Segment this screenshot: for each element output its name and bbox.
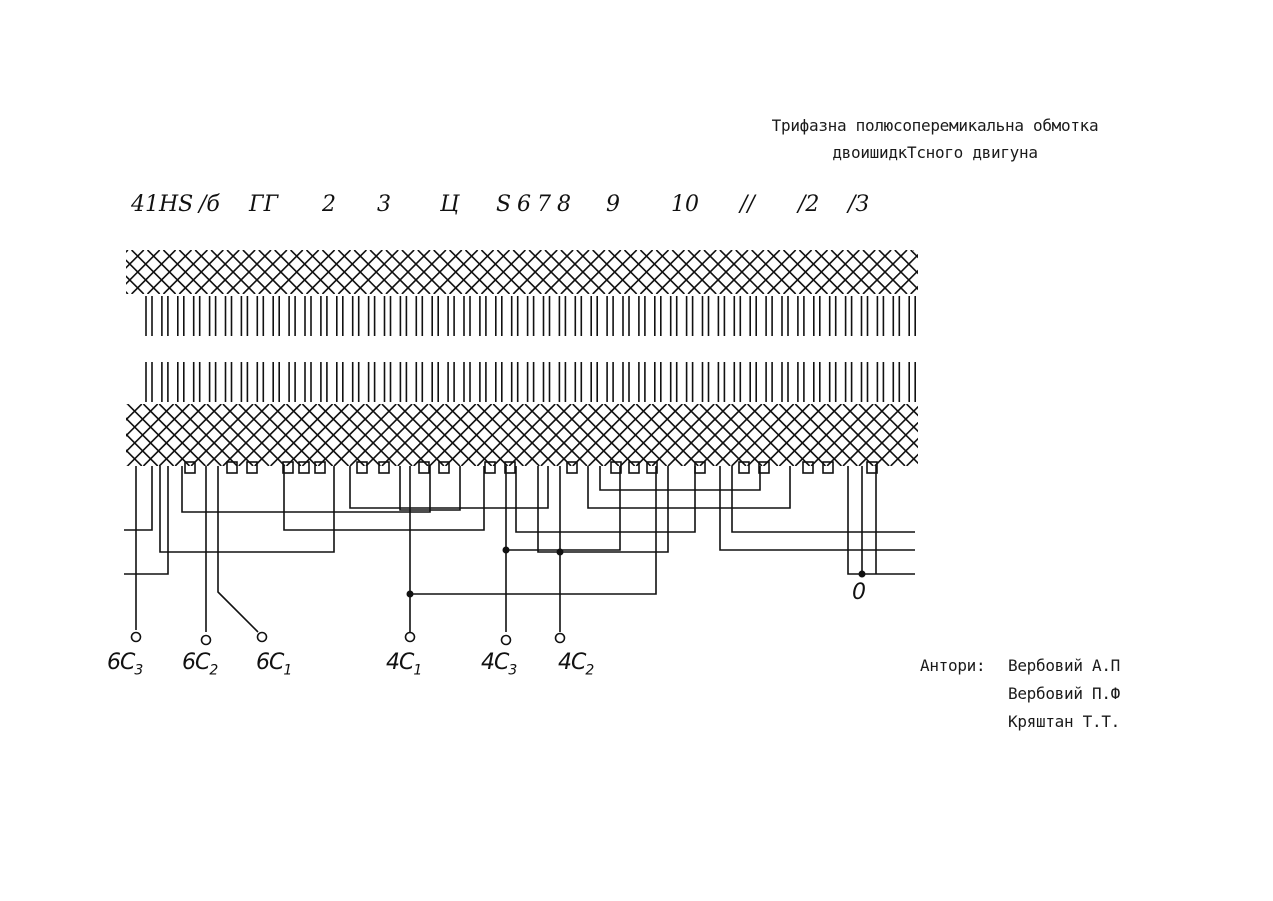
end-turn-stroke xyxy=(943,250,987,294)
end-turn-stroke xyxy=(970,404,1032,466)
connection-wire xyxy=(560,466,668,552)
connection-wire xyxy=(600,466,760,490)
end-turn-stroke xyxy=(68,250,112,294)
terminal-label-4c1: 4C1 xyxy=(386,650,421,678)
end-turn-stroke xyxy=(954,404,1016,466)
terminal-label-4c3: 4C3 xyxy=(481,650,516,678)
junction-dot xyxy=(503,547,510,554)
terminal-label-6c1: 6C1 xyxy=(256,650,291,678)
end-turn-stroke xyxy=(84,250,128,294)
terminal-circle xyxy=(132,633,141,642)
connection-wire xyxy=(124,466,152,530)
end-turn-stroke xyxy=(974,250,1018,294)
neutral-label: 0 xyxy=(852,580,865,605)
end-turn-stroke xyxy=(64,404,126,466)
junction-dot xyxy=(859,571,866,578)
coil-tab xyxy=(247,462,257,473)
author-name: Кряштан Т.Т. xyxy=(1008,712,1120,731)
end-turn-stroke xyxy=(923,404,985,466)
end-turn-stroke xyxy=(958,250,1002,294)
end-turn-stroke xyxy=(986,404,1048,466)
connection-wire xyxy=(124,466,168,574)
end-turn-stroke xyxy=(954,404,1016,466)
terminal-label-4c2: 4C2 xyxy=(558,650,593,678)
coil-tab xyxy=(629,462,639,473)
end-turn-stroke xyxy=(927,250,971,294)
end-turn-stroke xyxy=(986,404,1048,466)
terminal-circles xyxy=(132,633,565,645)
end-turn-stroke xyxy=(938,404,1000,466)
coil-tab xyxy=(419,462,429,473)
end-turn-stroke xyxy=(48,404,110,466)
terminal-circle xyxy=(502,636,511,645)
connection-wire xyxy=(284,466,484,530)
authors-label: Антори: xyxy=(920,652,1008,680)
end-turn-stroke xyxy=(958,250,1002,294)
terminal-label-6c2: 6C2 xyxy=(182,650,217,678)
slot-conductors xyxy=(146,296,915,402)
end-turn-stroke xyxy=(943,250,987,294)
junction-dot xyxy=(407,591,414,598)
connection-wire xyxy=(538,466,560,552)
connection-wire xyxy=(848,466,915,574)
connection-wire xyxy=(218,466,258,632)
author-name: Вербовий А.П xyxy=(1008,656,1120,675)
end-turn-stroke xyxy=(886,232,914,250)
end-turn-stroke xyxy=(974,250,1018,294)
junction-dot xyxy=(557,549,564,556)
end-turn-stroke xyxy=(84,250,128,294)
end-turn-stroke xyxy=(923,404,985,466)
terminal-circle xyxy=(202,636,211,645)
connection-wire xyxy=(160,466,334,552)
top-end-turns xyxy=(68,232,1018,294)
connection-wiring xyxy=(124,466,915,632)
end-turn-stroke xyxy=(64,404,126,466)
coil-tab xyxy=(823,462,833,473)
end-turn-stroke xyxy=(938,404,1000,466)
end-turn-stroke xyxy=(48,404,110,466)
end-turn-stroke xyxy=(970,404,1032,466)
authors-block: Антори:Вербовий А.П Вербовий П.Ф Кряштан… xyxy=(920,652,1120,736)
author-name: Вербовий П.Ф xyxy=(1008,684,1120,703)
terminal-label-6c3: 6C3 xyxy=(107,650,142,678)
end-turn-stroke xyxy=(68,250,112,294)
bottom-end-turns xyxy=(48,404,1048,466)
terminal-circle xyxy=(406,633,415,642)
junction-dots xyxy=(407,547,866,598)
terminal-circle xyxy=(556,634,565,643)
terminal-circle xyxy=(258,633,267,642)
end-turn-stroke xyxy=(927,250,971,294)
